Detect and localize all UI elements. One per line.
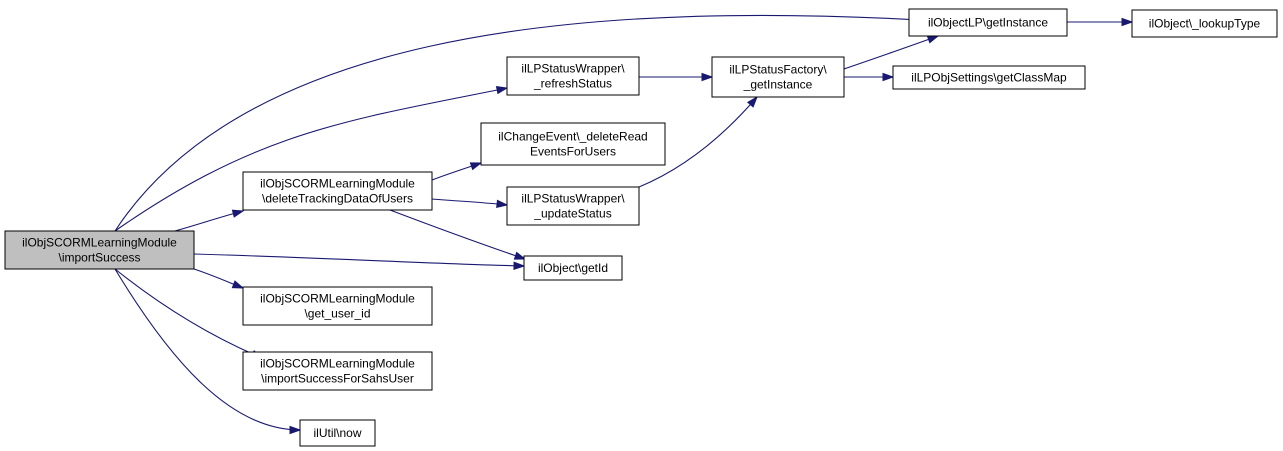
edge-statusFactory-to-objectLP [843, 35, 940, 70]
edge-root-to-importSahs [114, 268, 264, 359]
node-box [242, 351, 433, 391]
edge-statusFactory-to-classMap [843, 72, 895, 82]
edge-line [431, 198, 508, 206]
node-label: ilObject\getId [538, 261, 608, 275]
edge-root-to-getUserId [193, 268, 245, 289]
node-deleteTracking[interactable]: ilObjSCORMLearningModule\deleteTrackingD… [242, 171, 433, 211]
node-box [4, 230, 195, 270]
node-classMap[interactable]: ilLPObjSettings\getClassMap [892, 65, 1086, 90]
arrowhead-icon [513, 261, 526, 270]
node-label: ilLPStatusWrapper\ [521, 192, 625, 206]
node-box [242, 286, 433, 326]
node-statusFactory[interactable]: ilLPStatusFactory\_getInstance [711, 56, 845, 98]
node-label: ilObjSCORMLearningModule [260, 177, 415, 191]
nodes-layer: ilObjSCORMLearningModule\importSuccessil… [4, 8, 1278, 447]
node-getId[interactable]: ilObject\getId [523, 255, 623, 281]
node-box [1131, 9, 1278, 38]
arrowhead-icon [231, 209, 245, 218]
edge-deleteTracking-to-updateStatus [431, 198, 509, 209]
edge-line [114, 268, 301, 431]
node-label: \deleteTrackingDataOfUsers [262, 192, 413, 206]
node-box [242, 171, 433, 211]
node-label: \importSuccessForSahsUser [261, 372, 414, 386]
edge-line [843, 35, 939, 70]
edge-root-to-utilNow [114, 268, 302, 435]
node-label: ilChangeEvent\_deleteRead [498, 130, 647, 144]
node-label: _refreshStatus [533, 77, 612, 91]
node-label: ilLPObjSettings\getClassMap [911, 71, 1067, 85]
edge-root-to-getId [193, 253, 526, 270]
edge-line [174, 210, 244, 232]
edge-line [114, 268, 263, 359]
arrowhead-icon [513, 251, 527, 260]
node-box [523, 255, 623, 281]
node-box [299, 419, 376, 447]
node-label: ilUtil\now [313, 426, 361, 440]
node-box [506, 56, 640, 96]
arrowhead-icon [701, 72, 714, 82]
node-refreshStatus[interactable]: ilLPStatusWrapper\_refreshStatus [506, 56, 640, 96]
node-updateStatus[interactable]: ilLPStatusWrapper\_updateStatus [506, 186, 640, 226]
node-root[interactable]: ilObjSCORMLearningModule\importSuccess [4, 230, 195, 270]
node-box [506, 186, 640, 226]
arrowhead-icon [289, 425, 302, 435]
node-label: ilObject\_lookupType [1149, 17, 1261, 31]
node-box [711, 56, 845, 98]
node-box [480, 122, 666, 166]
arrowhead-icon [926, 35, 940, 44]
node-utilNow[interactable]: ilUtil\now [299, 419, 376, 447]
edge-line [114, 87, 508, 232]
node-box [908, 8, 1068, 37]
edge-refreshStatus-to-statusFactory [638, 72, 714, 82]
node-importSahs[interactable]: ilObjSCORMLearningModule\importSuccessFo… [242, 351, 433, 391]
node-label: ilLPStatusWrapper\ [521, 62, 625, 76]
arrowhead-icon [469, 162, 483, 171]
arrowhead-icon [746, 95, 758, 108]
node-label: ilLPStatusFactory\ [729, 63, 827, 77]
edge-updateStatus-to-statusFactory [638, 95, 758, 188]
node-label: \importSuccess [58, 251, 140, 265]
arrowhead-icon [231, 280, 245, 289]
node-label: ilObjectLP\getInstance [928, 16, 1048, 30]
edge-line [389, 209, 526, 260]
node-label: ilObjSCORMLearningModule [22, 236, 177, 250]
arrowhead-icon [496, 199, 509, 209]
node-label: _getInstance [743, 78, 813, 92]
arrowhead-icon [882, 72, 895, 82]
node-box [892, 65, 1086, 90]
edge-root-to-deleteTracking [174, 209, 245, 232]
node-label: ilObjSCORMLearningModule [260, 357, 415, 371]
node-label: ilObjSCORMLearningModule [260, 292, 415, 306]
edge-deleteTracking-to-changeEvent [431, 162, 483, 181]
node-objectLP[interactable]: ilObjectLP\getInstance [908, 8, 1068, 37]
node-label: _updateStatus [533, 207, 611, 221]
edge-line [638, 96, 758, 188]
node-label: \get_user_id [304, 307, 370, 321]
edges-layer [114, 14, 1134, 435]
arrowhead-icon [495, 85, 509, 95]
node-label: EventsForUsers [530, 145, 616, 159]
arrowhead-icon [1121, 17, 1134, 27]
edge-objectLP-to-lookupType [1067, 17, 1134, 27]
edge-root-to-refreshStatus [114, 85, 509, 232]
edge-line [193, 253, 525, 267]
edge-line [114, 14, 921, 232]
edge-deleteTracking-to-getId [389, 209, 527, 260]
node-getUserId[interactable]: ilObjSCORMLearningModule\get_user_id [242, 286, 433, 326]
node-lookupType[interactable]: ilObject\_lookupType [1131, 9, 1278, 38]
